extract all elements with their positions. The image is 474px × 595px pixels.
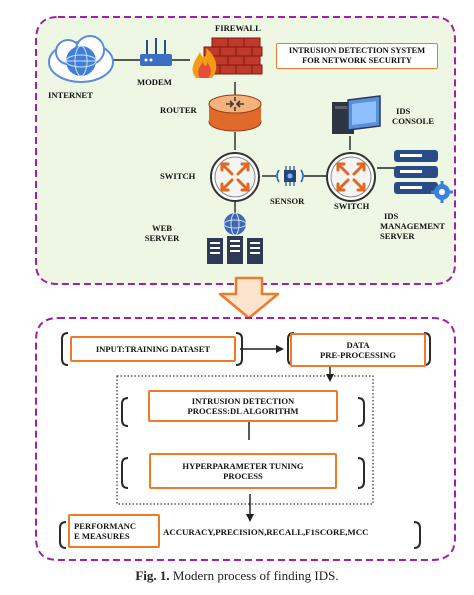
tuning-label-line2: PROCESS — [223, 471, 263, 481]
ids-management-server-icon — [394, 150, 453, 203]
ids-console-icon — [332, 95, 381, 134]
switch-left-icon — [210, 152, 260, 202]
input-dataset-label: INPUT:TRAINING DATASET — [95, 343, 211, 354]
figure-caption-label: Fig. 1. — [135, 568, 170, 583]
input-dataset-box: INPUT:TRAINING DATASET — [70, 336, 236, 362]
router-label: ROUTER — [160, 105, 197, 115]
sensor-label: SENSOR — [270, 196, 305, 206]
performance-label-line2: E MEASURES — [74, 531, 130, 541]
network-panel — [35, 16, 456, 285]
web-server-label-line1: WEB — [151, 223, 173, 233]
firewall-icon — [192, 37, 263, 78]
preprocessing-label-line1: DATA — [346, 339, 370, 350]
detection-process-box: INTRUSION DETECTION PROCESS:DL ALGORITHM — [148, 390, 338, 422]
ids-title-line2: FOR NETWORK SECURITY — [302, 56, 412, 65]
modem-label: MODEM — [137, 77, 172, 87]
down-arrow-icon — [218, 276, 280, 320]
web-server-icon — [207, 212, 263, 264]
ids-console-label-line2: CONSOLE — [392, 115, 435, 126]
ids-mgmt-label-line2: MANAGEMENT — [380, 220, 445, 231]
internet-globe-icon — [48, 35, 114, 83]
figure-caption-text: Modern process of finding IDS. — [172, 568, 339, 583]
preprocessing-box: DATA PRE-PROCESSING — [290, 333, 426, 367]
hyperparameter-tuning-box: HYPERPARAMETER TUNING PROCESS — [149, 453, 337, 489]
switch-left-label: SWITCH — [160, 171, 196, 181]
tuning-label-line1: HYPERPARAMETER TUNING — [182, 460, 304, 471]
ids-mgmt-label-line3: SERVER — [380, 230, 415, 241]
preprocessing-label-line2: PRE-PROCESSING — [320, 350, 396, 360]
firewall-label: FIREWALL — [215, 23, 261, 33]
web-server-label-line2: SERVER — [144, 232, 180, 243]
process-panel — [35, 317, 456, 561]
sensor-icon — [276, 166, 304, 186]
ids-title-box: INTRUSION DETECTION SYSTEM FOR NETWORK S… — [276, 43, 438, 69]
ids-mgmt-label-line1: IDS — [384, 211, 399, 221]
ids-console-label-line1: IDS — [396, 106, 411, 116]
router-icon — [208, 94, 262, 132]
internet-label: INTERNET — [48, 90, 93, 100]
ids-management-server-label: IDS MANAGEMENT SERVER — [380, 211, 445, 242]
performance-label-line1: PERFORMANC — [74, 520, 137, 531]
switch-right-icon — [326, 152, 376, 202]
web-server-label: WEB SERVER — [142, 223, 182, 244]
switch-right-label: SWITCH — [334, 201, 370, 211]
performance-measures-box: PERFORMANC E MEASURES — [68, 514, 160, 548]
figure-caption: Fig. 1. Modern process of finding IDS. — [0, 568, 474, 584]
detection-label-line2: PROCESS:DL ALGORITHM — [187, 406, 299, 416]
ids-title-line1: INTRUSION DETECTION SYSTEM — [288, 45, 426, 55]
metrics-list: ACCURACY,PRECISION,RECALL,F1SCORE,MCC — [163, 527, 369, 537]
network-links — [110, 59, 395, 220]
detection-label-line1: INTRUSION DETECTION — [191, 395, 295, 406]
modem-icon — [140, 38, 172, 66]
ids-console-label: IDS CONSOLE — [392, 106, 435, 127]
